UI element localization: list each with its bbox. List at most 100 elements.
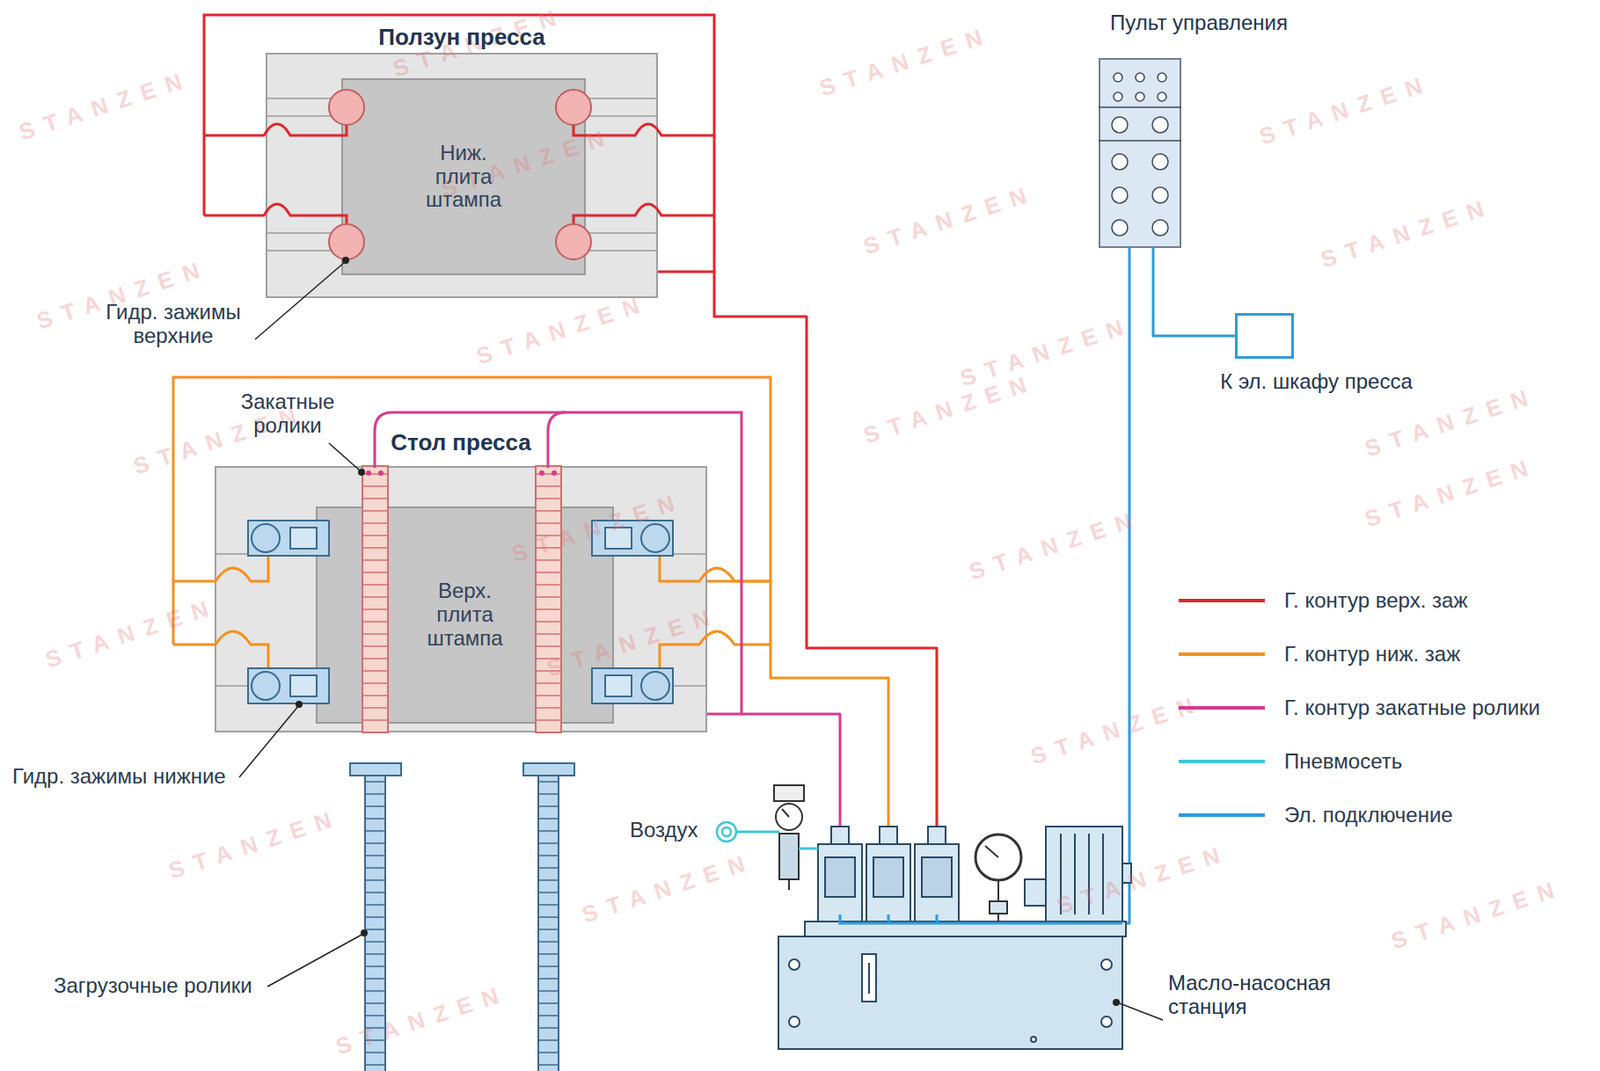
lower-clamp-hose	[659, 555, 771, 582]
watermark: STANZEN	[578, 847, 759, 930]
lower-hydraulic-clamp	[248, 520, 673, 704]
t-slot	[214, 685, 249, 687]
legend: Г. контур верх. заж Г. контур ниж. заж Г. …	[1178, 573, 1541, 842]
legend-row: Г. контур верх. заж	[1178, 573, 1541, 628]
t-slot	[265, 249, 340, 252]
leader-line	[239, 262, 1163, 1021]
hydraulic-line	[707, 714, 841, 827]
panel-button	[1157, 73, 1167, 82]
panel-button	[1098, 106, 1182, 109]
t-slot	[265, 98, 658, 251]
panel-button	[1135, 73, 1145, 82]
hose-fitting	[378, 470, 384, 476]
upper-clamp-hose	[573, 204, 715, 225]
leader-line	[255, 262, 345, 340]
lower-hydraulic-clamp	[251, 524, 280, 553]
node-heading: Пульт управления	[1110, 11, 1288, 36]
electric-wire	[935, 914, 939, 924]
callout-label: Гидр. зажимы верхние	[89, 300, 257, 349]
t-slot	[214, 554, 708, 687]
lower-hydraulic-clamp	[290, 527, 317, 549]
t-slot	[673, 553, 708, 556]
leader-line	[328, 443, 361, 472]
hose-fitting	[365, 470, 372, 476]
pump-station	[868, 963, 870, 994]
solenoid-valve	[873, 857, 904, 898]
legend-swatch	[1178, 599, 1265, 603]
pump-station	[1030, 1037, 1037, 1043]
lower-clamp-hose	[173, 377, 771, 645]
lower-clamp-hose	[173, 631, 269, 669]
legend-swatch	[1178, 706, 1265, 710]
node-heading: К эл. шкафу пресса	[1220, 370, 1413, 395]
pump-station	[804, 921, 1126, 937]
node-label: Верх. плита штампа	[416, 579, 514, 651]
roll-in-rail	[362, 466, 388, 733]
t-slot	[584, 249, 658, 252]
roll-in-rail	[535, 466, 562, 733]
lower-hydraulic-clamp	[248, 520, 329, 556]
watermark: STANZEN	[15, 65, 196, 147]
air-label: Воздух	[629, 818, 699, 843]
watermark: STANZEN	[965, 504, 1146, 587]
air-inlet	[722, 827, 731, 837]
hydraulic-line	[1153, 248, 1235, 337]
loading-roller	[350, 763, 402, 776]
watermark: STANZEN	[1027, 689, 1207, 772]
pressure-gauge	[985, 846, 999, 858]
panel-button	[1157, 92, 1167, 102]
leader-dot	[360, 929, 368, 937]
panel-button	[1098, 139, 1182, 142]
watermark: STANZEN	[860, 368, 1040, 451]
leader-line	[239, 705, 300, 778]
legend-text: Эл. подключение	[1284, 803, 1454, 828]
legend-swatch	[1178, 652, 1265, 657]
legend-row: Эл. подключение	[1178, 788, 1541, 842]
node-label: Ниж. плита штампа	[415, 141, 512, 213]
leader-dot	[357, 468, 366, 476]
solenoid-valve	[831, 826, 849, 845]
air-inlet	[716, 822, 737, 842]
press-slide: Ползун прессаНиж. плита штампа	[265, 52, 658, 299]
die-plate: Ниж. плита штампа	[341, 78, 586, 276]
lower-hydraulic-clamp	[251, 672, 280, 701]
solenoid-valve	[866, 844, 911, 922]
solenoid-valve	[914, 844, 959, 922]
lower-hydraulic-clamp	[641, 672, 670, 701]
air-inlet	[716, 822, 737, 842]
legend-text: Г. контур закатные ролики	[1284, 695, 1541, 721]
pressure-gauge	[989, 901, 1008, 914]
connector-group	[657, 248, 1235, 924]
lower-hydraulic-clamp	[290, 675, 317, 697]
pump-station: Масло-насосная станция	[778, 826, 1123, 1050]
upper-clamp-hose	[204, 204, 347, 225]
legend-text: Г. контур ниж. заж	[1284, 642, 1461, 667]
panel-button	[1152, 153, 1169, 170]
solenoid-valve	[879, 826, 898, 845]
upper-hydraulic-clamp	[555, 89, 592, 125]
watermark: STANZEN	[860, 179, 1040, 262]
hose-fitting	[551, 470, 557, 476]
panel-button	[1098, 73, 1182, 236]
roller-hose	[374, 412, 742, 715]
pressure-gauge	[975, 834, 1022, 881]
leader-line	[1117, 1002, 1163, 1021]
panel-button	[1111, 116, 1128, 133]
watermark: STANZEN	[1053, 839, 1234, 921]
upper-hydraulic-clamp	[328, 89, 592, 260]
watermark: STANZEN	[1361, 452, 1542, 534]
t-slot	[265, 115, 340, 117]
callout-label: Загрузочные ролики	[53, 974, 253, 999]
lower-hydraulic-clamp	[591, 668, 673, 704]
legend-swatch	[1178, 813, 1265, 818]
electric-wire	[887, 914, 891, 924]
upper-hydraulic-clamp	[328, 89, 365, 125]
solenoid-valve	[818, 844, 863, 922]
lower-clamp-hose	[173, 555, 269, 582]
panel-button	[1111, 219, 1128, 236]
panel-button	[1111, 153, 1128, 170]
upper-clamp-hose	[204, 124, 347, 136]
watermark: STANZEN	[816, 21, 996, 103]
watermark: STANZEN	[42, 592, 222, 675]
